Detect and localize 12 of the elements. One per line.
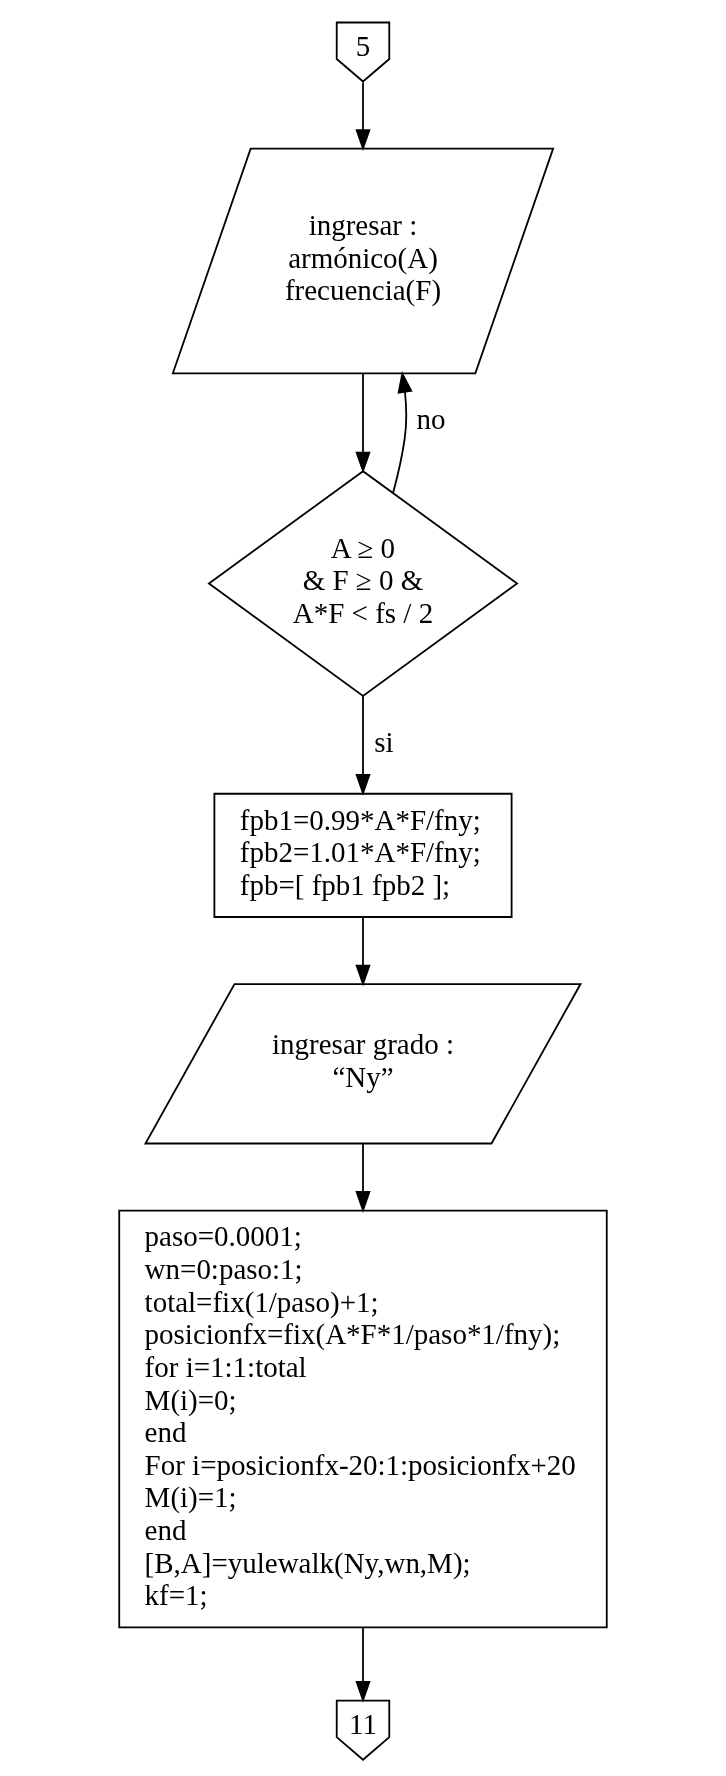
arrow xyxy=(355,81,371,152)
arrow xyxy=(355,1627,371,1703)
edge-label: si xyxy=(374,725,394,758)
arrow xyxy=(355,1142,371,1213)
arrow xyxy=(392,371,413,494)
arrow xyxy=(355,372,371,474)
arrow xyxy=(355,695,371,796)
node-box: fpb1=0.99*A*F/fny; fpb2=1.01*A*F/fny; fpb=[ fpb1 fpb2 ]; xyxy=(213,792,513,918)
node-box: paso=0.0001; wn=0:paso:1; total=fix(1/paso)+1; posicionfx=fix(A*F*1/paso*1/fny); for i=1:1:total M(i)=0; end For i=posicionfx-20:1:posicionfx+20 M(i)=1; end [B,A]=yulewalk(Ny,wn,M); kf=1; xyxy=(118,1209,608,1629)
arrow xyxy=(355,916,371,987)
node-diamond: A ≥ 0 & F ≥ 0 & A*F < fs / 2 xyxy=(207,470,519,698)
edge-label: no xyxy=(416,403,446,436)
